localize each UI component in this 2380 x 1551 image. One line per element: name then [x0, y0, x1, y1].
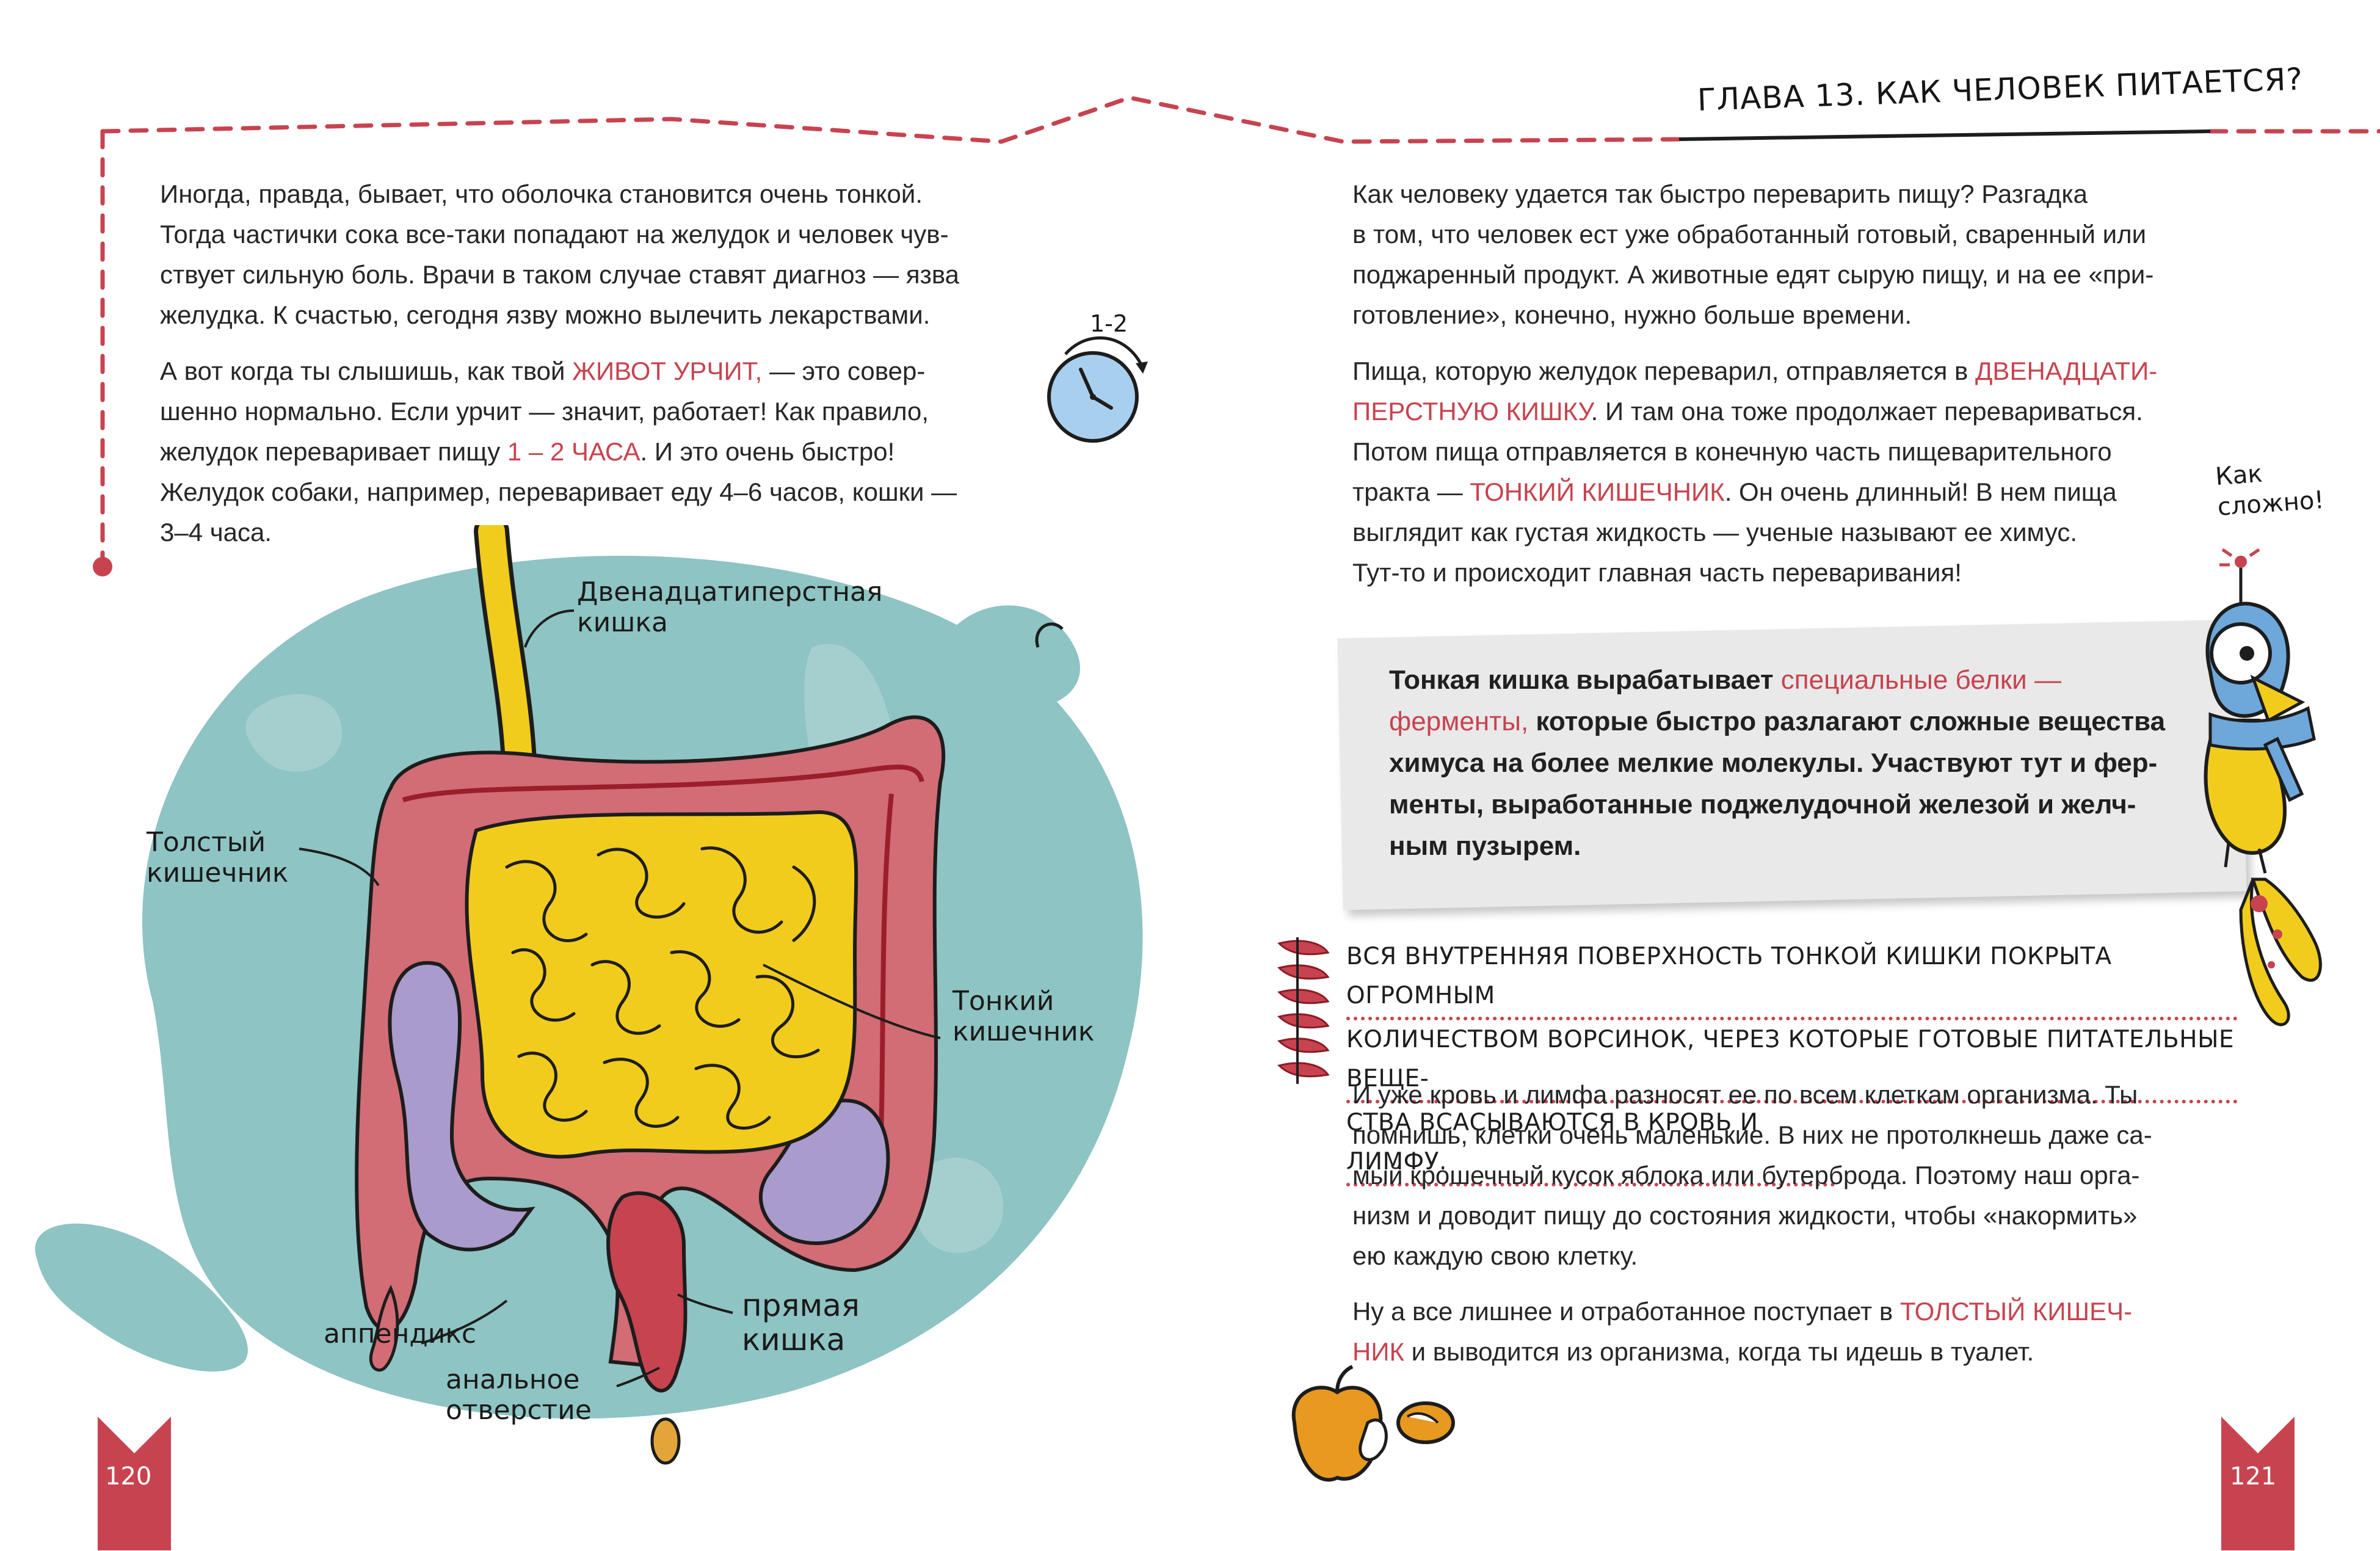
- text-line: шенно нормально. Если урчит — значит, ра…: [160, 397, 929, 426]
- highlight-duodenum: двенадцати-: [1975, 357, 2158, 385]
- page-number-right: 121: [2230, 1462, 2277, 1491]
- intestine-diagram: [35, 525, 1143, 1465]
- text-line: ник и выводится из организма, когда ты и…: [1352, 1337, 2034, 1366]
- highlight-duodenum-cont: перстную кишку: [1352, 397, 1591, 426]
- highlight-large-intestine-cont: ник: [1352, 1337, 1404, 1366]
- text-line: ею каждую свою клетку.: [1352, 1241, 1638, 1270]
- left-paragraph-1: Иногда, правда, бывает, что оболочка ста…: [160, 174, 1076, 335]
- right-paragraph-2: Пища, которую желудок переварил, отправл…: [1352, 351, 2268, 593]
- label-duodenum: Двенадцатиперстная кишка: [577, 576, 883, 638]
- text-line: Иногда, правда, бывает, что оболочка ста…: [160, 180, 923, 208]
- text-line: Потом пища отправляется в конечную часть…: [1352, 437, 2112, 466]
- label-anus: анальное отверстие: [446, 1364, 592, 1426]
- label-appendix: аппендикс: [324, 1318, 477, 1349]
- label-small-intestine: Тонкий кишечник: [952, 986, 1095, 1047]
- label-large-intestine: Толстый кишечник: [147, 827, 289, 888]
- text-line: мый крошечный кусок яблока или бутерброд…: [1352, 1161, 2140, 1190]
- small-intestine: [465, 810, 858, 1159]
- highlight-proteins: специальные белки —: [1780, 665, 2061, 695]
- text-line: Тогда частички сока все-таки попадают на…: [160, 220, 949, 249]
- text-line: тракта — тонкий кишечник. Он очень длинн…: [1352, 478, 2117, 506]
- fact-line: количеством ворсинок, через которые гото…: [1346, 1020, 2238, 1103]
- highlight-small-intestine: тонкий кишечник: [1470, 478, 1725, 506]
- top-dashed-border: [93, 95, 2380, 576]
- text-line: ствует сильную боль. Врачи в таком случа…: [160, 260, 960, 289]
- text-line: Ну а все лишнее и отработанное поступает…: [1352, 1297, 2133, 1326]
- text-line: низм и доводит пищу до состояния жидкост…: [1352, 1201, 2138, 1230]
- note-text: Тонкая кишка вырабатывает специальные бе…: [1389, 665, 2166, 861]
- page-number-tab-left: [98, 1417, 171, 1550]
- text-line: перстную кишку. И там она тоже продолжае…: [1352, 397, 2143, 426]
- text-line: Желудок собаки, например, переваривает е…: [160, 478, 957, 506]
- highlight-stomach-rumble: живот урчит,: [572, 357, 763, 385]
- clock-icon: [1047, 336, 1148, 443]
- fact-block: Вся внутренняя поверхность тонкой кишки …: [1346, 937, 2238, 1186]
- villi-icon: [1277, 937, 1330, 1084]
- left-paragraph-2: А вот когда ты слышишь, как твой живот у…: [160, 351, 1076, 553]
- right-paragraph-4: Ну а все лишнее и отработанное поступает…: [1352, 1291, 2268, 1372]
- right-paragraph-1: Как человеку удается так быстро перевари…: [1352, 174, 2268, 335]
- text-line: Как человеку удается так быстро перевари…: [1352, 180, 2088, 208]
- text-line: желудок переваривает пищу 1 – 2 часа. И …: [160, 437, 895, 466]
- text-line: Пища, которую желудок переварил, отправл…: [1352, 357, 2158, 385]
- speech-text: Как сложно!: [2214, 459, 2325, 521]
- text-line: поджаренный продукт. А животные едят сыр…: [1352, 260, 2154, 289]
- clock-label: 1-2: [1090, 310, 1128, 337]
- highlight-large-intestine: толстый кишеч-: [1899, 1297, 2133, 1326]
- fact-line: Вся внутренняя поверхность тонкой кишки …: [1346, 937, 2238, 1020]
- page-number-left: 120: [105, 1462, 152, 1491]
- text-line: И уже кровь и лимфа разносят ее по всем …: [1352, 1080, 2138, 1109]
- text-line: 3–4 часа.: [160, 518, 272, 547]
- character-illustration: [2204, 548, 2322, 1026]
- highlight-enzymes: ферменты,: [1389, 706, 1529, 736]
- label-rectum: прямая кишка: [742, 1288, 860, 1357]
- text-line: А вот когда ты слышишь, как твой живот у…: [160, 357, 926, 385]
- text-line: желудка. К счастью, сегодня язву можно в…: [160, 300, 931, 329]
- text-line: помнишь, клетки очень маленькие. В них н…: [1352, 1121, 2152, 1149]
- page-number-tab-right: [2221, 1417, 2295, 1550]
- apple-icon: [1291, 1365, 1455, 1482]
- highlight-hours: 1 – 2 часа: [507, 437, 640, 466]
- text-line: выглядит как густая жидкость — ученые на…: [1352, 518, 2078, 547]
- text-line: в том, что человек ест уже обработанный …: [1352, 220, 2147, 249]
- fact-line: ства всасываются в кровь и лимфу.: [1346, 1103, 1835, 1186]
- text-line: готовление», конечно, нужно больше време…: [1352, 300, 1912, 329]
- right-paragraph-3: И уже кровь и лимфа разносят ее по всем …: [1352, 1075, 2268, 1276]
- text-line: Тут-то и происходит главная часть перева…: [1352, 558, 1962, 587]
